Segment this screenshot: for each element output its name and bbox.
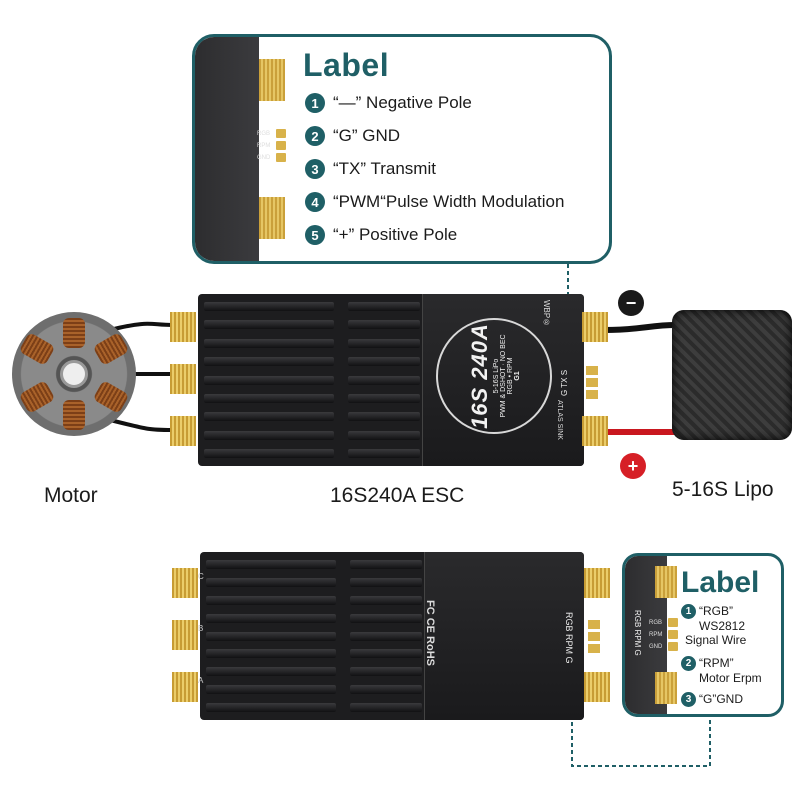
bottom-label-item-gnd: 3“G”GND (681, 692, 781, 708)
esc-bottom-body (200, 552, 584, 720)
bottom-label-card: RGB RPM G RGB RPM GND Label 1“RGB” WS281… (622, 553, 784, 717)
label-item-negative: 1 “—” Negative Pole (305, 93, 472, 113)
battery-positive-pad (582, 416, 608, 446)
phase-letter-a: A (198, 676, 204, 685)
model-badge: 16S 240A 5-16S LiPo PWM & DSHOT · NO BEC… (436, 318, 552, 434)
positive-symbol: + (620, 453, 646, 479)
number-badge: 5 (305, 225, 325, 245)
signal-pin-header: RGB RPM GND (257, 129, 286, 162)
battery-caption: 5-16S Lipo (672, 478, 774, 501)
number-badge: 2 (305, 126, 325, 146)
number-badge: 4 (305, 192, 325, 212)
lipo-battery-image (672, 310, 792, 440)
phase-letter-c: C (198, 572, 204, 581)
bottom-phase-pad-a (172, 672, 198, 702)
phase-pad-b (170, 364, 196, 394)
battery-negative-pad (582, 312, 608, 342)
negative-symbol: − (618, 290, 644, 316)
bottom-phase-pad-b (172, 620, 198, 650)
bottom-battery-pad-bottom (584, 672, 610, 702)
label-item-gnd: 2 “G” GND (305, 126, 400, 146)
bottom-label-item-rpm: 2“RPM” Motor Erpm (681, 656, 781, 685)
top-label-title: Label (303, 47, 390, 83)
model-name: 16S 240A (466, 323, 492, 429)
brand-mark: WBP® (542, 300, 551, 328)
number-badge: 1 (305, 93, 325, 113)
card-pin-label: RGB RPM G (633, 610, 642, 656)
bottom-label-item-rgb: 1“RGB” WS2812 Signal Wire (681, 604, 781, 647)
top-label-card: RGB RPM GND Label 1 “—” Negative Pole 2 … (192, 34, 612, 264)
heatsink-fins (204, 302, 334, 458)
label-item-pwm: 4 “PWM“Pulse Width Modulation (305, 192, 564, 212)
signal-label: G TX S (560, 369, 569, 397)
cert-marks: FC CE RoHS (424, 600, 436, 666)
bottom-label-title: Label (681, 566, 760, 599)
label-item-positive: 5 “+” Positive Pole (305, 225, 457, 245)
motor-caption: Motor (44, 484, 98, 507)
bottom-pin-label: RGB RPM G (564, 612, 574, 664)
label-item-tx: 3 “TX” Transmit (305, 159, 436, 179)
positive-pad (259, 197, 285, 239)
bottom-signal-pins (588, 620, 600, 653)
generation: G1 (513, 371, 521, 381)
bottom-battery-pad-top (584, 568, 610, 598)
series-name: ATLAS SINK (556, 400, 563, 440)
phase-letter-b: B (198, 624, 204, 633)
negative-pad (259, 59, 285, 101)
motor-image (12, 312, 136, 436)
esc-caption: 16S240A ESC (330, 484, 465, 507)
number-badge: 3 (305, 159, 325, 179)
signal-pins (586, 366, 598, 399)
bottom-phase-pad-c (172, 568, 198, 598)
esc-edge-strip (195, 37, 259, 261)
phase-pad-c (170, 312, 196, 342)
phase-pad-a (170, 416, 196, 446)
